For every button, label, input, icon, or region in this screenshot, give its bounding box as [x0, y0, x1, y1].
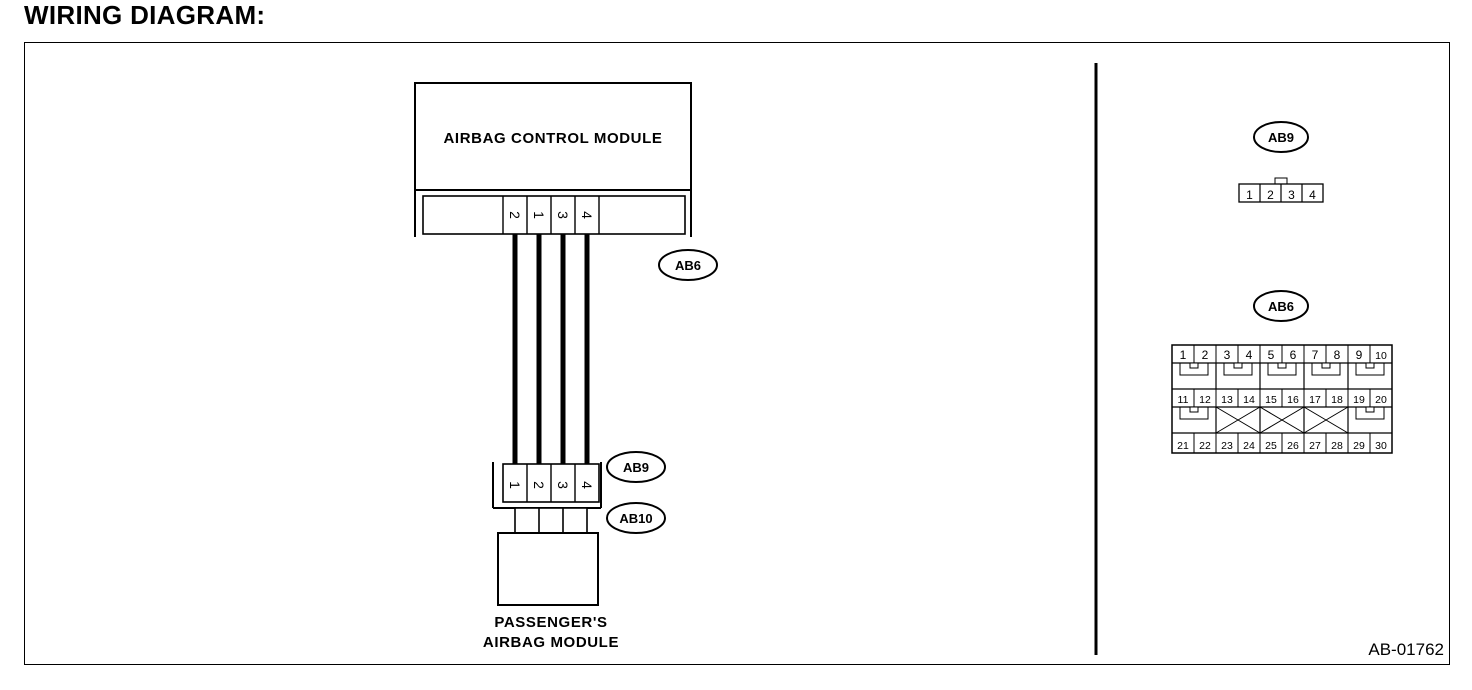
ab6-tag: [658, 249, 718, 281]
ab6-face-latch: [1179, 363, 1209, 376]
ab9-pin-label: 4: [579, 481, 595, 489]
ab6-face-pin-number: 9: [1356, 348, 1363, 362]
diagram-frame: [24, 42, 1450, 665]
ab6-connector-block: [422, 195, 686, 235]
ab9-face-tag-label: AB9: [1268, 130, 1294, 145]
ab6-face-latch: [1355, 407, 1385, 420]
ab6-pin-label: 1: [531, 211, 547, 219]
ab6-face-pin-number: 26: [1287, 440, 1299, 452]
ab6-face-pin-number: 16: [1287, 394, 1299, 406]
ab9-tag-label: AB9: [623, 460, 649, 475]
reference-code: AB-01762: [1368, 640, 1444, 659]
ab10-leads: [514, 507, 588, 534]
ab9-pin-label: 1: [507, 481, 523, 489]
wire-harness: [512, 234, 590, 464]
ab9-face-pin-number: 4: [1309, 188, 1316, 202]
ab10-tag-label: AB10: [619, 511, 652, 526]
ab9-face-latch: [1274, 177, 1288, 185]
ab6-face-pin-number: 23: [1221, 440, 1233, 452]
ab6-face-pin-number: 2: [1202, 348, 1209, 362]
ab6-face-latch-tab: [1321, 362, 1331, 369]
passenger-module-label-line2: AIRBAG MODULE: [483, 634, 619, 651]
ab6-face-pin-number: 22: [1199, 440, 1211, 452]
ab6-face-pin-number: 15: [1265, 394, 1277, 406]
ab9-face-pin-number: 1: [1246, 188, 1253, 202]
ab9-face-cells: [1259, 184, 1303, 202]
ab6-face-pin-number: 11: [1178, 394, 1189, 406]
ab6-face-pin-number: 5: [1268, 348, 1275, 362]
ab6-face-latch-tab: [1233, 362, 1243, 369]
ab6-face-latch: [1179, 407, 1209, 420]
ab6-face-pin-number: 21: [1177, 440, 1189, 452]
ab6-face-pin-number: 30: [1375, 440, 1387, 452]
ab9-tag: [606, 451, 666, 483]
ab6-face-latch-tab: [1189, 406, 1199, 413]
ab6-pin-label: 2: [507, 211, 523, 219]
ab6-face-latch: [1355, 363, 1385, 376]
ab9-pin-cells: [526, 464, 576, 502]
ab6-face-latch-tab: [1277, 362, 1287, 369]
ab6-face-pin-number: 19: [1353, 394, 1365, 406]
ab6-face-pin-number: 27: [1309, 440, 1321, 452]
ab6-face-blank-cross: [1303, 406, 1349, 434]
ab6-pin-label: 3: [555, 211, 571, 219]
ab6-face-pin-number: 25: [1265, 440, 1277, 452]
ab9-face-tag: [1253, 121, 1309, 153]
airbag-control-module-box: [414, 82, 692, 191]
ab6-face-pin-number: 3: [1224, 348, 1231, 362]
ab6-face-latch: [1311, 363, 1341, 376]
ab6-tag-label: AB6: [675, 258, 701, 273]
ab6-face-pin-number: 6: [1290, 348, 1297, 362]
ab6-face-pin-number: 18: [1331, 394, 1343, 406]
ab6-face-pin-number: 24: [1243, 440, 1255, 452]
ab9-pin-label: 3: [555, 481, 571, 489]
ab9-pin-label: 2: [531, 481, 547, 489]
ab6-face-pin-number: 4: [1246, 348, 1253, 362]
passenger-airbag-module-box: [497, 532, 599, 606]
ab6-face-latch: [1267, 363, 1297, 376]
ab6-pin-cells: [502, 196, 600, 234]
ab6-face-pin-number: 7: [1312, 348, 1319, 362]
ab10-tag: [606, 502, 666, 534]
ab6-face-pin-number: 13: [1221, 394, 1233, 406]
ab6-pin-label: 4: [579, 211, 595, 219]
ab6-face-blank-cross: [1215, 406, 1261, 434]
page-heading: WIRING DIAGRAM:: [24, 0, 266, 30]
ab6-face-tag-label: AB6: [1268, 299, 1294, 314]
ab9-face-pin-number: 2: [1267, 188, 1274, 202]
passenger-module-label-line1: PASSENGER'S: [494, 614, 607, 631]
ab6-face-pin-number: 14: [1243, 394, 1255, 406]
ab6-face-pin-number: 20: [1375, 394, 1387, 406]
ab6-face-pin-number: 17: [1309, 394, 1321, 406]
ab6-face-latch-tab: [1365, 406, 1375, 413]
ab6-face-pin-number: 1: [1180, 348, 1187, 362]
ab6-face-pin-number: 28: [1331, 440, 1343, 452]
ab6-face-tag: [1253, 290, 1309, 322]
ab6-face-latch: [1223, 363, 1253, 376]
ab6-face-pin-number: 29: [1353, 440, 1365, 452]
ab9-face-pin-number: 3: [1288, 188, 1295, 202]
ab6-face-pin-number: 10: [1375, 350, 1387, 362]
ab6-face-latch-tab: [1189, 362, 1199, 369]
ab6-face-pin-number: 8: [1334, 348, 1341, 362]
ab6-face-latch-tab: [1365, 362, 1375, 369]
ab6-face-blank-cross: [1259, 406, 1305, 434]
ab6-face-pin-number: 12: [1199, 394, 1211, 406]
airbag-control-module-label: AIRBAG CONTROL MODULE: [444, 130, 663, 147]
